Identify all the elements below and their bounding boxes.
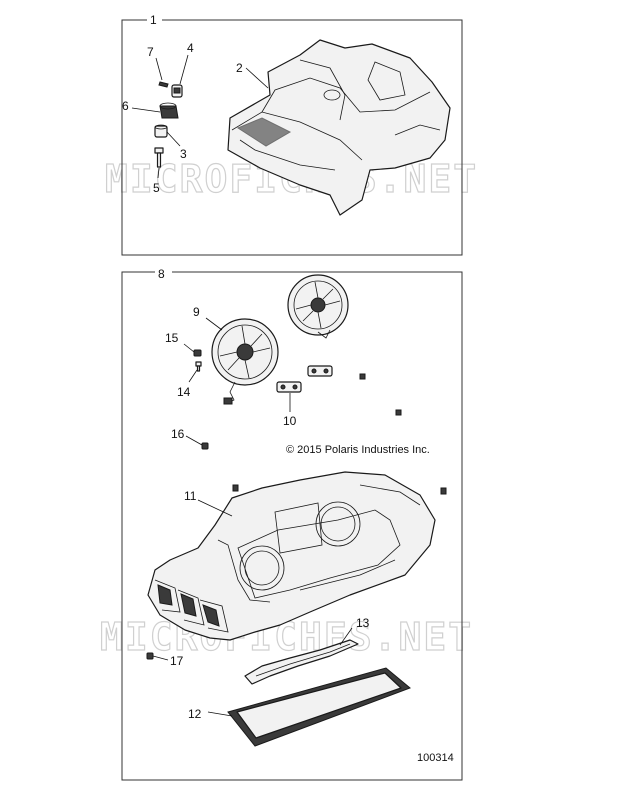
nut-part-15	[193, 349, 202, 357]
pin-part-7	[158, 81, 169, 88]
lower-cover-part-11	[147, 471, 436, 641]
leader-7	[155, 57, 163, 81]
group-1-frame	[121, 19, 463, 256]
leader-17	[152, 655, 169, 661]
callout-5: 5	[153, 181, 160, 195]
leader-5	[157, 167, 160, 179]
callout-17: 17	[170, 654, 184, 668]
callout-15: 15	[165, 331, 179, 345]
screw-part-17	[146, 652, 154, 660]
leader-3	[166, 131, 181, 147]
rear-cab-cover-part-2	[227, 39, 451, 216]
copyright-notice: © 2015 Polaris Industries Inc.	[286, 444, 430, 456]
leader-2	[245, 67, 269, 89]
fastener-loose-1	[359, 373, 366, 380]
callout-16: 16	[171, 427, 185, 441]
callout-14: 14	[177, 385, 191, 399]
screw-part-16	[201, 442, 209, 450]
gasket-part-12	[227, 667, 411, 747]
fastener-loose-4	[440, 487, 447, 495]
callout-13: 13	[356, 616, 370, 630]
callout-8: 8	[158, 267, 165, 281]
leader-6	[131, 107, 161, 113]
spacer-part-3	[154, 124, 168, 138]
fastener-loose-2	[395, 409, 402, 416]
leader-9	[205, 317, 223, 331]
leader-13	[339, 627, 353, 646]
callout-1: 1	[150, 13, 157, 27]
seal-strip-part-13	[244, 639, 359, 685]
group-8-frame	[121, 271, 463, 781]
leader-15	[183, 343, 195, 353]
bracket-part-10	[276, 365, 333, 393]
callout-9: 9	[193, 305, 200, 319]
leader-11	[197, 499, 233, 517]
cap-part-4	[171, 84, 183, 98]
callout-12: 12	[188, 707, 202, 721]
callout-2: 2	[236, 61, 243, 75]
grommet-part-6	[159, 102, 179, 119]
leader-4	[179, 54, 189, 85]
callout-3: 3	[180, 147, 187, 161]
leader-14	[188, 369, 198, 383]
leader-12	[207, 711, 233, 717]
callout-11: 11	[184, 489, 197, 503]
fastener-loose-3	[232, 484, 239, 492]
cooling-fan-part-9	[211, 274, 349, 405]
callout-6: 6	[122, 99, 129, 113]
callout-4: 4	[187, 41, 194, 55]
callout-7: 7	[147, 45, 154, 59]
callout-10: 10	[283, 414, 297, 428]
bolt-part-5	[154, 147, 164, 168]
document-number: 100314	[417, 752, 454, 764]
screw-part-14	[195, 361, 202, 372]
leader-16	[185, 435, 203, 446]
